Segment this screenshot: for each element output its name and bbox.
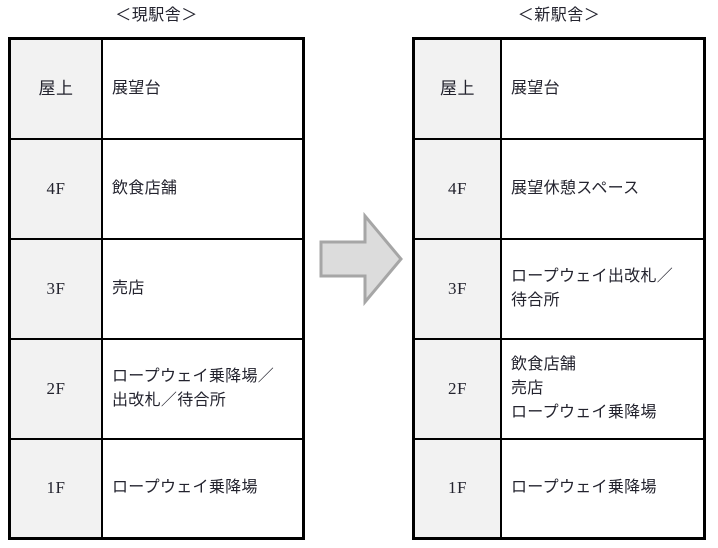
floor-label-1f: 1F	[8, 437, 103, 540]
floor-content-line: 飲食店舗	[511, 355, 577, 373]
floor-label-4f: 4F	[412, 137, 502, 240]
table-row: 2F ロープウェイ乗降場／ 出改札／待合所	[8, 337, 305, 440]
floor-content-line: 売店	[112, 279, 145, 297]
floor-content-line: 待合所	[511, 291, 560, 309]
floor-content-3f: 売店	[101, 237, 305, 340]
floor-content-line: 出改札／待合所	[112, 391, 227, 409]
floor-content-line: ロープウェイ乗降場	[511, 403, 657, 421]
floor-label-2f: 2F	[412, 337, 502, 440]
arrow-right-icon	[319, 212, 403, 306]
floor-content-line: 飲食店舗	[112, 179, 178, 197]
floor-content-rooftop: 展望台	[500, 37, 706, 140]
table-row: 1F ロープウェイ乗降場	[8, 437, 305, 540]
floor-content-3f: ロープウェイ出改札／ 待合所	[500, 237, 706, 340]
floor-content-line: ロープウェイ乗降場	[511, 479, 657, 497]
floor-content-4f: 飲食店舗	[101, 137, 305, 240]
floor-content-line: ロープウェイ乗降場	[112, 479, 258, 497]
new-station-caption: ＜新駅舎＞	[517, 7, 601, 24]
floor-content-line: ロープウェイ出改札／	[511, 267, 674, 285]
floor-content-4f: 展望休憩スペース	[500, 137, 706, 240]
floor-content-line: 展望休憩スペース	[511, 179, 640, 197]
old-station-floor-table: 屋上 展望台 4F 飲食店舗 3F 売店 2F ロープウェイ乗	[8, 37, 305, 540]
table-row: 屋上 展望台	[8, 37, 305, 140]
floor-content-line: 展望台	[112, 79, 161, 97]
old-station-caption: ＜現駅舎＞	[115, 7, 198, 24]
table-row: 屋上 展望台	[412, 37, 706, 140]
floor-label-4f: 4F	[8, 137, 103, 240]
new-station-floor-table: 屋上 展望台 4F 展望休憩スペース 3F ロープウェイ出改札／ 待合所 2F	[412, 37, 706, 540]
table-row: 4F 飲食店舗	[8, 137, 305, 240]
floor-label-3f: 3F	[8, 237, 103, 340]
table-row: 3F ロープウェイ出改札／ 待合所	[412, 237, 706, 340]
floor-content-line: 売店	[511, 379, 544, 397]
floor-label-2f: 2F	[8, 337, 103, 440]
floor-content-1f: ロープウェイ乗降場	[101, 437, 305, 540]
floor-content-1f: ロープウェイ乗降場	[500, 437, 706, 540]
floor-label-3f: 3F	[412, 237, 502, 340]
floor-content-2f: ロープウェイ乗降場／ 出改札／待合所	[101, 337, 305, 440]
floor-content-line: ロープウェイ乗降場／	[112, 367, 275, 385]
table-row: 4F 展望休憩スペース	[412, 137, 706, 240]
floor-content-line: 展望台	[511, 79, 560, 97]
table-row: 3F 売店	[8, 237, 305, 340]
floor-content-2f: 飲食店舗 売店 ロープウェイ乗降場	[500, 337, 706, 440]
floor-label-rooftop: 屋上	[412, 37, 502, 140]
floor-label-1f: 1F	[412, 437, 502, 540]
table-row: 1F ロープウェイ乗降場	[412, 437, 706, 540]
floor-label-rooftop: 屋上	[8, 37, 103, 140]
floor-content-rooftop: 展望台	[101, 37, 305, 140]
table-row: 2F 飲食店舗 売店 ロープウェイ乗降場	[412, 337, 706, 440]
